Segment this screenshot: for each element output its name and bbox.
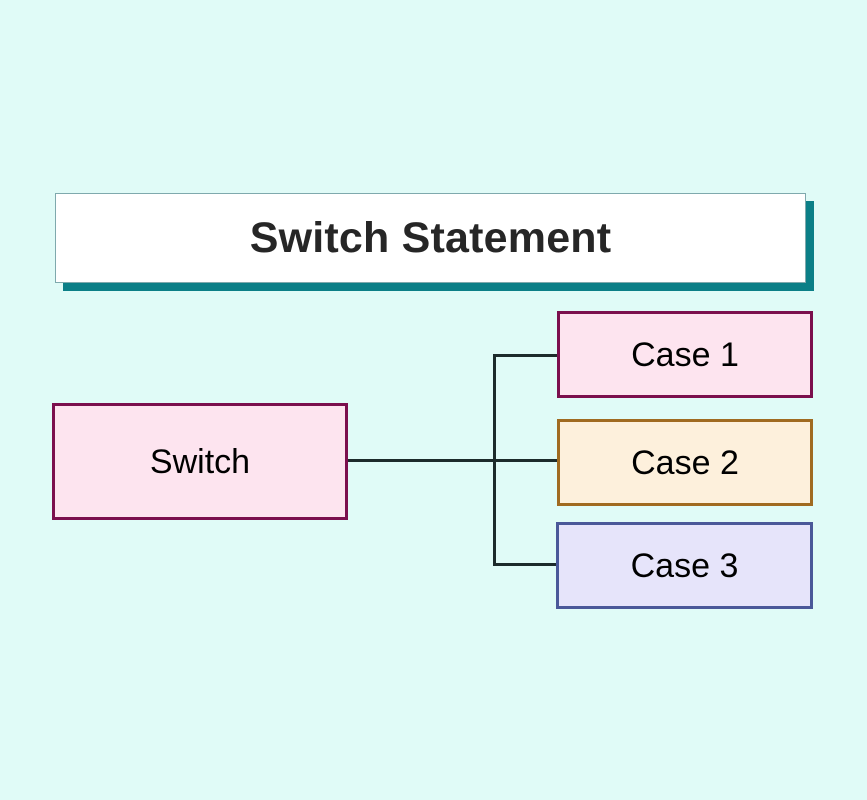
node-switch-label: Switch <box>149 442 251 481</box>
node-case-1-label: Case 1 <box>631 335 739 374</box>
node-case-1[interactable]: Case 1 <box>557 311 813 398</box>
node-switch[interactable]: Switch <box>52 403 348 520</box>
connector-to-case-3 <box>493 563 559 566</box>
connector-switch-to-trunk <box>348 459 496 462</box>
title-banner: Switch Statement <box>55 193 806 283</box>
node-case-2-label: Case 2 <box>631 443 739 482</box>
node-case-3[interactable]: Case 3 <box>556 522 813 609</box>
node-case-2[interactable]: Case 2 <box>557 419 813 506</box>
connector-to-case-1 <box>493 354 559 357</box>
connector-to-case-2 <box>493 459 559 462</box>
node-case-3-label: Case 3 <box>630 546 739 585</box>
page-title: Switch Statement <box>249 213 612 262</box>
